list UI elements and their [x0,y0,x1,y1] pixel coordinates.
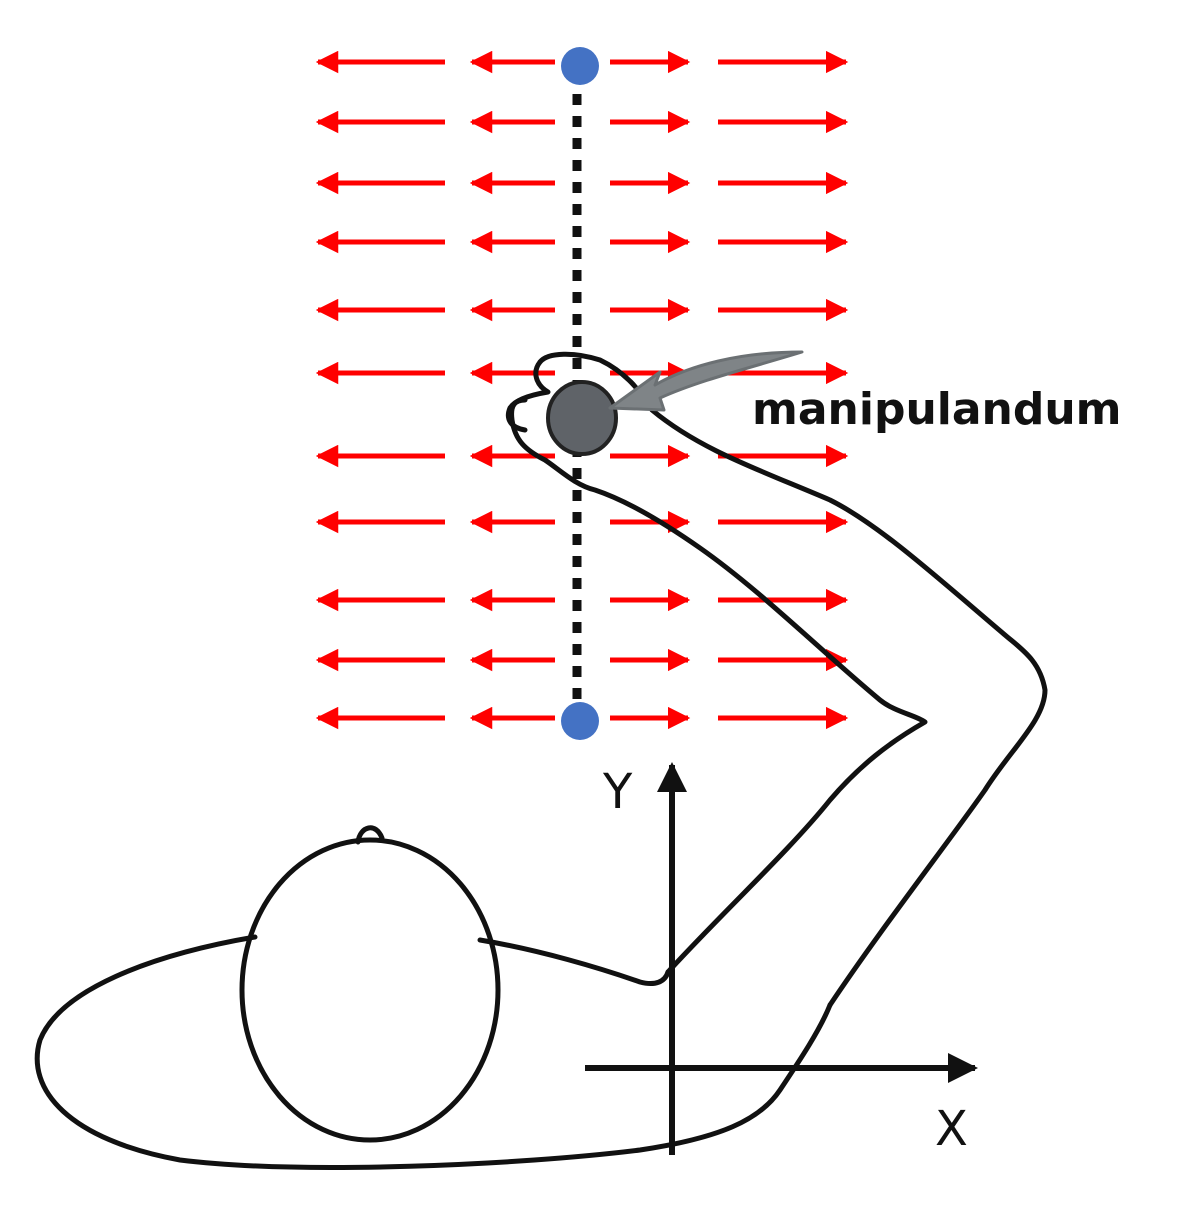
start-point [561,47,599,85]
force-field-arrows [315,50,849,730]
arm-outline-inner [509,397,928,975]
arm-outline-outer [537,351,1048,1008]
manipulandum-label: manipulandum [752,384,1122,435]
y-axis-label: Y [602,764,633,820]
body-outline [34,934,833,1170]
x-axis-label: X [935,1101,968,1157]
nose-outline [355,825,385,845]
head-outline [239,837,501,1143]
shoulder-outline [477,937,671,987]
target-point [561,702,599,740]
manipulandum-handle [546,380,618,456]
manipulandum-pointer-arrow [608,350,804,412]
hand-outline [505,359,551,433]
